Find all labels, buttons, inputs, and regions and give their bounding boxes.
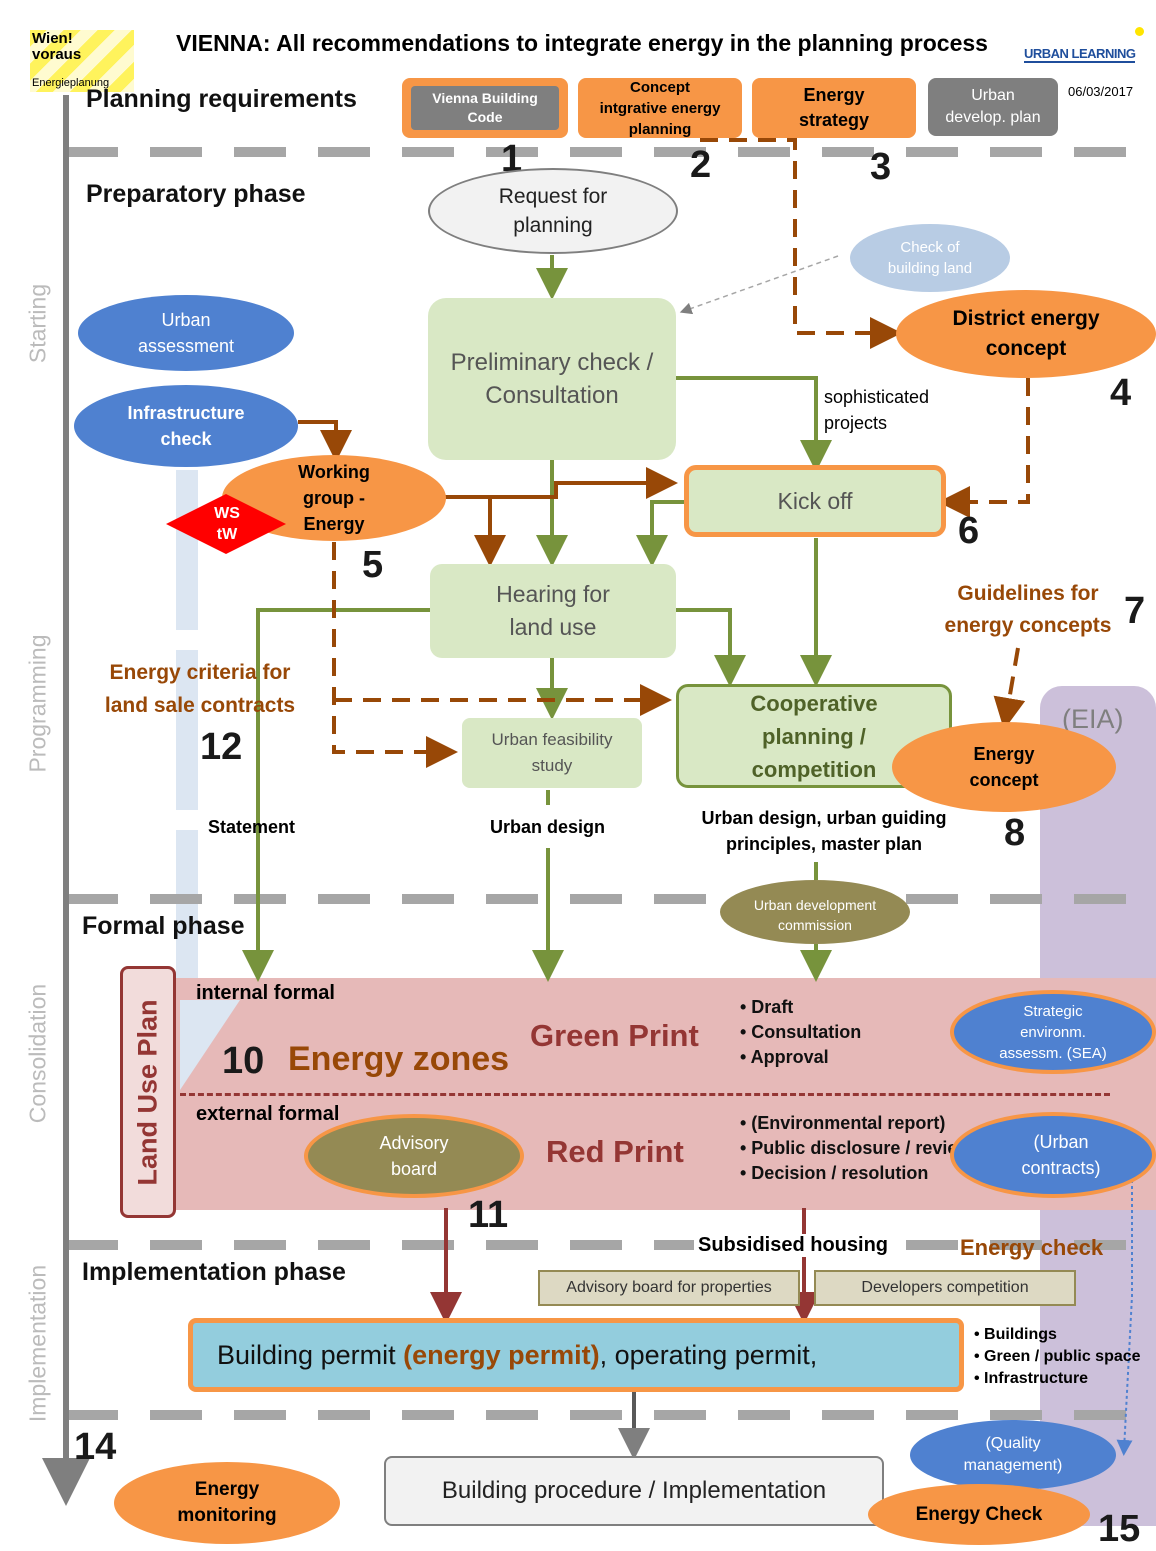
separator-1	[66, 147, 1156, 157]
red-print: Red Print	[546, 1134, 684, 1169]
quality-management[interactable]: (Quality management)	[910, 1420, 1116, 1490]
heading-planning-requirements: Planning requirements	[86, 85, 357, 113]
urban-design-principles: Urban design, urban guiding principles, …	[701, 808, 947, 854]
preliminary-check[interactable]: Preliminary check / Consultation	[428, 298, 676, 460]
eia-label: (EIA)	[1062, 704, 1124, 734]
number-4: 4	[1110, 372, 1132, 414]
permit-bullet-1: • Buildings	[974, 1326, 1057, 1343]
number-2: 2	[690, 144, 712, 186]
permit-bullet-3: • Infrastructure	[974, 1370, 1089, 1387]
logo-dot	[1135, 27, 1144, 36]
separator-2	[66, 894, 1156, 904]
req-energy-strategy[interactable]: Energy strategy	[752, 78, 916, 138]
wien-voraus-logo: Wien! voraus Energieplanung	[30, 30, 134, 92]
urban-development-commission[interactable]: Urban development commission	[720, 880, 910, 944]
request-for-planning[interactable]: Request for planning	[428, 168, 678, 254]
urban-assessment[interactable]: Urban assessment	[78, 295, 294, 371]
land-use-plan-label: Land Use Plan	[132, 998, 163, 1186]
side-label-implementation: Implementation	[24, 1264, 51, 1423]
permit-text-c: , operating permit,	[599, 1339, 818, 1370]
district-energy-concept[interactable]: District energy concept	[896, 290, 1156, 378]
formal-divider	[180, 1093, 1110, 1096]
heading-formal: Formal phase	[82, 912, 245, 940]
land-use-plan[interactable]: Land Use Plan	[120, 966, 176, 1218]
energy-criteria-land-sale: Energy criteria for land sale contracts	[104, 661, 296, 717]
page-title: VIENNA: All recommendations to integrate…	[176, 30, 988, 56]
separator-4	[66, 1410, 1156, 1420]
side-label-consolidation: Consolidation	[24, 983, 51, 1124]
number-6: 6	[958, 510, 980, 552]
logo-line-3: Energieplanung	[32, 77, 110, 89]
subsidised-housing: Subsidised housing	[694, 1234, 893, 1257]
green-print: Green Print	[530, 1018, 699, 1053]
advisory-board[interactable]: Advisory board	[304, 1114, 524, 1198]
strategic-env-assessment[interactable]: Strategic environm. assessm. (SEA)	[950, 990, 1156, 1074]
check-building-land[interactable]: Check of building land	[850, 224, 1010, 292]
cooperative-planning[interactable]: Cooperative planning / competition	[676, 684, 952, 788]
kick-off[interactable]: Kick off	[684, 465, 946, 537]
green-bullet-1: • Draft	[740, 997, 794, 1017]
building-procedure[interactable]: Building procedure / Implementation	[384, 1456, 884, 1526]
energy-monitoring[interactable]: Energy monitoring	[114, 1462, 340, 1544]
advisory-board-properties[interactable]: Advisory board for properties	[538, 1270, 800, 1306]
req-urban-plan[interactable]: Urban develop. plan	[928, 78, 1058, 136]
date: 06/03/2017	[1068, 84, 1134, 99]
sophisticated-projects-1: sophisticated projects	[824, 387, 930, 433]
number-7: 7	[1124, 590, 1146, 632]
external-formal: external formal	[196, 1103, 340, 1125]
side-label-starting: Starting	[24, 283, 51, 364]
energy-check-label: Energy check	[960, 1235, 1104, 1260]
number-8: 8	[1004, 812, 1026, 854]
infrastructure-check[interactable]: Infrastructure check	[74, 385, 298, 467]
red-bullet-2: • Public disclosure / review	[740, 1138, 972, 1158]
number-14: 14	[74, 1426, 117, 1468]
urban-feasibility-study[interactable]: Urban feasibility study	[462, 718, 642, 788]
separator-3	[66, 1240, 1156, 1250]
urban-contracts[interactable]: (Urban contracts)	[950, 1112, 1156, 1198]
building-permit[interactable]: Building permit (energy permit), operati…	[188, 1318, 964, 1392]
permit-bullet-2: • Green / public space	[974, 1348, 1141, 1365]
internal-formal: internal formal	[196, 982, 335, 1004]
heading-implementation: Implementation phase	[82, 1258, 346, 1286]
energy-concept[interactable]: Energy concept	[892, 722, 1116, 812]
permit-text-b: (energy permit)	[403, 1339, 600, 1370]
req-concept[interactable]: Concept intgrative energy planning	[578, 78, 742, 138]
green-bullet-3: • Approval	[740, 1047, 829, 1067]
number-10: 10	[222, 1040, 265, 1082]
developers-competition[interactable]: Developers competition	[814, 1270, 1076, 1306]
guidelines-energy-concepts: Guidelines for energy concepts	[944, 582, 1112, 637]
number-12-left: 12	[200, 726, 243, 768]
number-5: 5	[362, 544, 384, 586]
urban-learning-logo: URBAN LEARNING	[1024, 46, 1136, 63]
req-building-code-frame: Vienna Building Code	[402, 78, 568, 138]
side-label-programming: Programming	[24, 634, 51, 773]
energy-check-final[interactable]: Energy Check	[868, 1484, 1090, 1545]
permit-text-a: Building permit	[217, 1339, 404, 1370]
number-15: 15	[1098, 1508, 1141, 1550]
logo-line-2: voraus	[32, 46, 82, 63]
req-building-code[interactable]: Vienna Building Code	[411, 86, 559, 130]
hearing-land-use[interactable]: Hearing for land use	[430, 564, 676, 658]
red-bullet-3: • Decision / resolution	[740, 1163, 929, 1183]
statement-label: Statement	[208, 817, 296, 837]
heading-preparatory: Preparatory phase	[86, 180, 306, 208]
green-bullet-2: • Consultation	[740, 1022, 862, 1042]
energy-flow-band	[176, 470, 198, 1090]
energy-zones: Energy zones	[288, 1040, 510, 1078]
wstw-label[interactable]: WS tW	[214, 505, 240, 543]
logo-line-1: Wien!	[32, 30, 73, 47]
number-3: 3	[870, 146, 892, 188]
number-11: 11	[468, 1194, 509, 1236]
red-bullet-1: • (Environmental report)	[740, 1113, 946, 1133]
urban-design-label: Urban design	[490, 817, 606, 837]
